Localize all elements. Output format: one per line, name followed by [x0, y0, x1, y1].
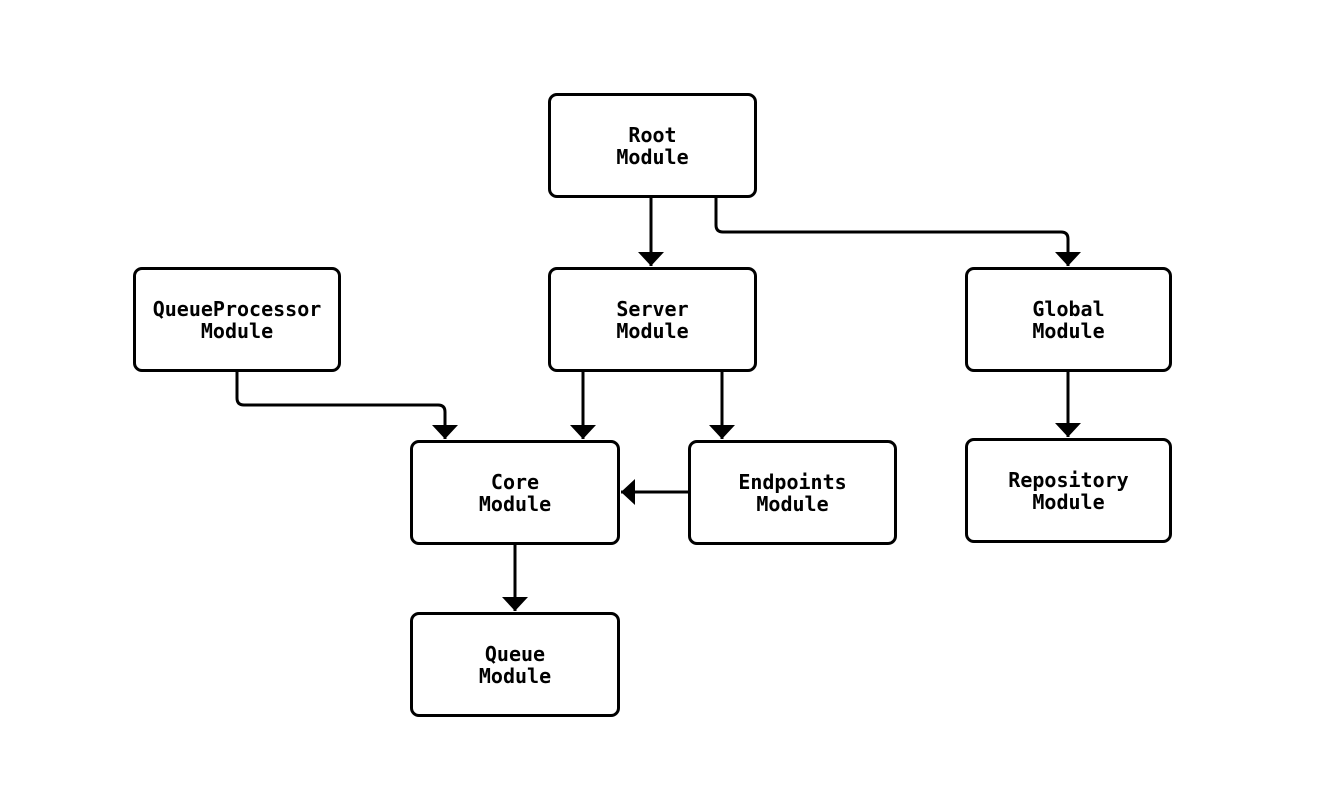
- node-root-module-label: Root Module: [616, 122, 689, 169]
- node-core-module-label: Core Module: [478, 469, 552, 516]
- node-root-module: Root Module: [548, 93, 757, 198]
- edge-root-to-global: [714, 198, 1081, 266]
- node-endpoints-module: Endpoints Module: [688, 440, 897, 545]
- node-server-module: Server Module: [548, 267, 757, 372]
- node-repository-module-label: Repository Module: [1008, 467, 1129, 514]
- node-global-module-label: Global Module: [1032, 296, 1105, 343]
- node-queue-module: Queue Module: [410, 612, 620, 717]
- node-queue-module-label: Queue Module: [478, 641, 552, 688]
- node-server-module-label: Server Module: [616, 296, 689, 343]
- node-endpoints-module-label: Endpoints Module: [738, 469, 847, 516]
- node-queueprocessor-module: QueueProcessor Module: [133, 267, 341, 372]
- node-queueprocessor-module-label: QueueProcessor Module: [152, 296, 322, 343]
- edge-queueprocessor-to-core: [235, 372, 458, 439]
- node-core-module: Core Module: [410, 440, 620, 545]
- node-global-module: Global Module: [965, 267, 1172, 372]
- node-repository-module: Repository Module: [965, 438, 1172, 543]
